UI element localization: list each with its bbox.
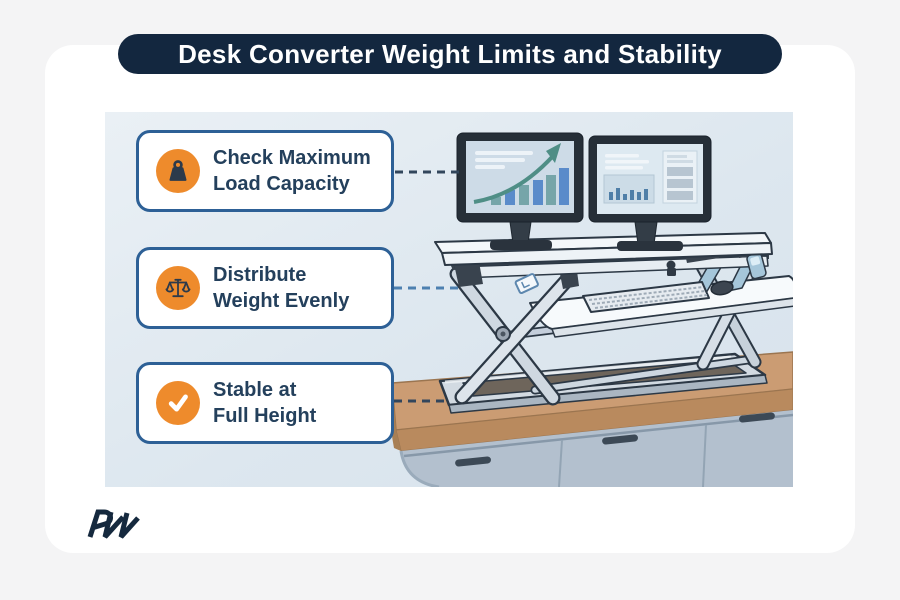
monitor-right [588,135,712,251]
balance-scale-icon [156,266,200,310]
check-icon [156,381,200,425]
monitor-stand [509,221,532,244]
left-bracket [454,262,483,287]
dashboard-screen [603,150,698,204]
callout-label-line: Load Capacity [213,173,350,195]
dw-monogram-logo [87,509,140,539]
callout-label-line: Weight Evenly [213,290,350,312]
monitor-left [456,132,584,250]
drawer-cabinet [399,410,793,487]
keyboard-tray [529,253,793,338]
keyboard [582,281,710,313]
monitor-base [490,240,552,250]
callout-label: Check Maximum Load Capacity [213,145,371,197]
front-scissor-legs [449,266,579,406]
callout-label-line: Distribute [213,264,307,286]
callout-stable-height: Stable at Full Height [136,362,394,444]
monitor-stand [634,221,658,245]
drawer-handle [455,456,491,467]
monitor-base [617,241,683,251]
callout-label: Stable at Full Height [213,377,316,429]
callout-label: Distribute Weight Evenly [213,262,349,314]
rising-bar-chart-with-arrow [473,143,569,205]
callout-label-line: Check Maximum [213,147,371,169]
drawer-handle [739,412,775,423]
callout-distribute-weight: Distribute Weight Evenly [136,247,394,329]
level-tag [514,273,539,295]
callout-label-line: Stable at [213,379,297,401]
cable-grommet [666,260,676,276]
slider-bracket [560,271,579,289]
growth-arrow [473,154,555,204]
drawer-handle [602,434,638,445]
page-title: Desk Converter Weight Limits and Stabili… [178,38,722,69]
callout-load-capacity: Check Maximum Load Capacity [136,130,394,212]
title-banner: Desk Converter Weight Limits and Stabili… [118,34,782,74]
weight-icon [156,149,200,193]
callout-label-line: Full Height [213,405,317,427]
mouse [710,280,734,296]
